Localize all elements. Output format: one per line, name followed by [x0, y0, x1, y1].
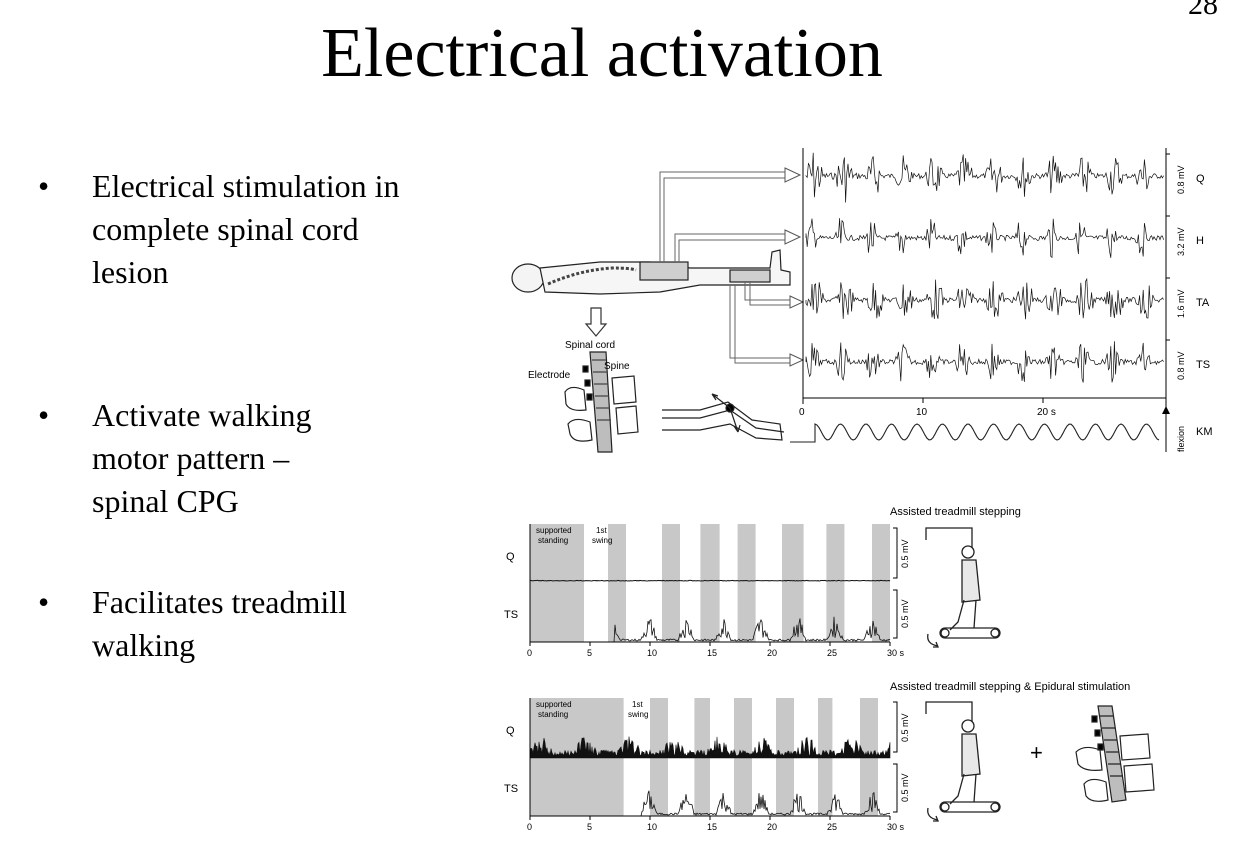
time-axis: 0 10 20 s [799, 398, 1056, 418]
trace-arrowheads [784, 167, 805, 367]
trace-scale-label: 3.2 mV [1176, 227, 1186, 256]
emg-trace-h [805, 218, 1164, 259]
knee-movement-trace [790, 423, 1160, 443]
bullet-text: Activate walking motor pattern – spinal … [92, 397, 312, 519]
electrode-connectors [659, 171, 795, 364]
time-tick-label: 0 [799, 407, 805, 418]
bullet-item: • Facilitates treadmill walking [34, 581, 392, 667]
emg-trace-ta [805, 277, 1164, 320]
bullet-dot: • [38, 168, 50, 204]
emg-trace-q [805, 152, 1164, 203]
trace-scale-label: 0.8 mV [1176, 165, 1186, 194]
time-tick-label: 10 [916, 407, 928, 418]
emg-traces [805, 152, 1164, 383]
flexion-label: flexion [1176, 426, 1186, 452]
time-tick-label: 20 s [1037, 407, 1056, 418]
bullet-text: Electrical stimulation in complete spina… [92, 168, 400, 290]
emg-trace-ts [805, 341, 1164, 383]
trace-muscle-label: H [1196, 235, 1204, 247]
spine-inset [564, 351, 639, 453]
bullet-dot: • [38, 397, 50, 433]
trace-scale-label: 1.6 mV [1176, 289, 1186, 318]
bullet-dot: • [38, 584, 50, 620]
bullet-text: Facilitates treadmill walking [92, 584, 348, 663]
trace-labels: 0.8 mV Q 3.2 mV H 1.6 mV TA 0.8 mV TS [1166, 153, 1210, 380]
page-number: 28 [1188, 0, 1218, 21]
flexion-arrow-icon [1162, 406, 1170, 414]
legs-illustration [662, 393, 785, 441]
trace-frame [802, 148, 1167, 452]
spinal-cord-label: Spinal cord [565, 340, 615, 351]
arrow-down-icon [584, 307, 608, 337]
slide-title: Electrical activation [321, 15, 883, 92]
electrode-label: Electrode [528, 370, 571, 381]
trace-scale-label: 0.8 mV [1176, 351, 1186, 380]
trace-muscle-label: TA [1196, 297, 1210, 309]
bullet-item: • Activate walking motor pattern – spina… [34, 394, 352, 523]
trace-muscle-label: Q [1196, 173, 1205, 185]
spine-label: Spine [604, 361, 630, 372]
km-label: KM [1196, 426, 1213, 438]
body-illustration [511, 249, 791, 295]
bullet-item: • Electrical stimulation in complete spi… [34, 165, 402, 294]
trace-muscle-label: TS [1196, 359, 1210, 371]
